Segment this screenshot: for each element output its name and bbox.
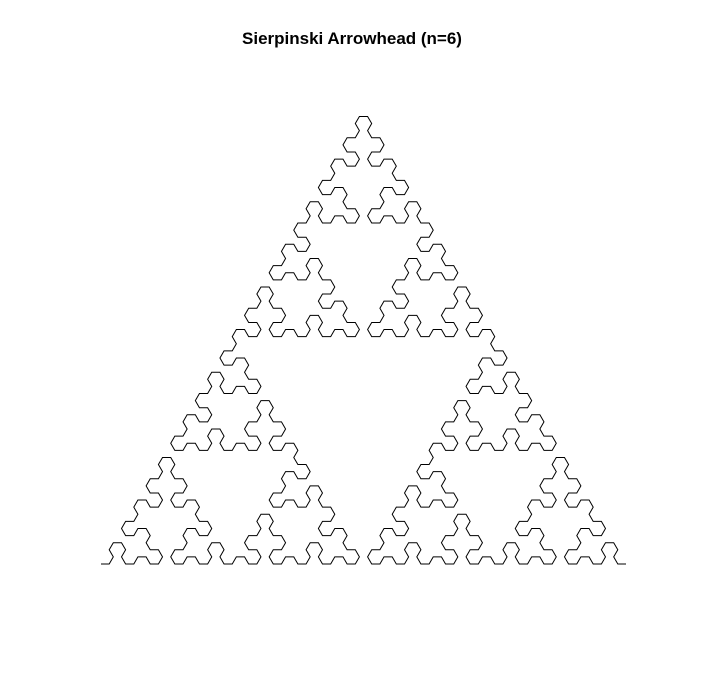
plot-title: Sierpinski Arrowhead (n=6) <box>242 29 462 48</box>
sierpinski-arrowhead-curve <box>101 115 626 565</box>
